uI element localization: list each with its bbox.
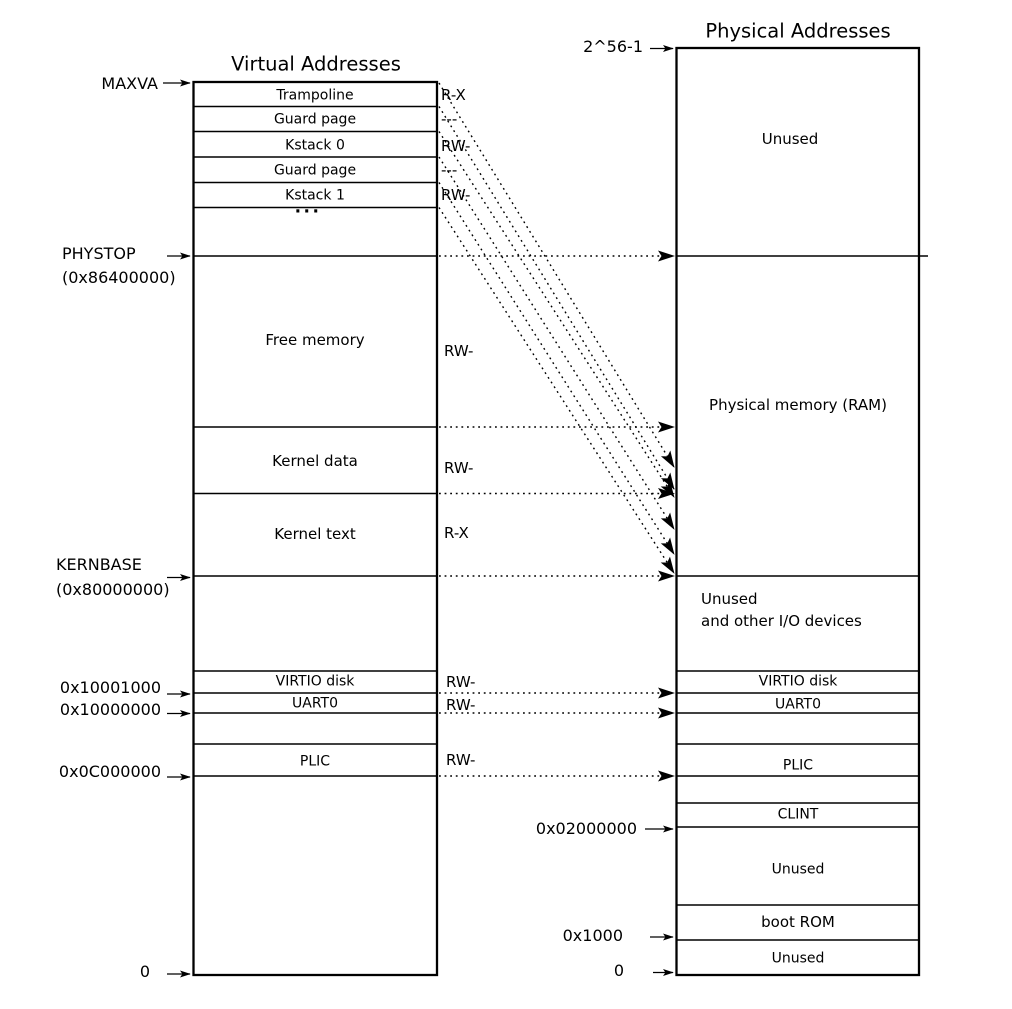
- perm-guard1: ---: [441, 109, 458, 128]
- virtual-memory-box: [192, 80, 439, 977]
- pseg-unused-mid: Unused: [771, 861, 825, 878]
- map-trampoline-top: [438, 82, 675, 468]
- mapping-arrows-diagonal: [438, 82, 675, 574]
- label-kernbase: KERNBASE: [56, 555, 142, 575]
- vseg-guard1: Guard page: [273, 111, 357, 128]
- address-label-arrows: [163, 45, 674, 978]
- vseg-kstack0: Kstack 0: [285, 137, 345, 154]
- physical-box-dividers: [676, 255, 928, 941]
- pseg-clint: CLINT: [777, 806, 819, 823]
- perm-virtio-disk: RW-: [446, 672, 476, 691]
- vseg-plic: PLIC: [299, 753, 331, 770]
- pseg-unused-io-2: and other I/O devices: [701, 611, 862, 630]
- virtual-box-dividers: [193, 105, 437, 777]
- vseg-free-memory: Free memory: [265, 330, 365, 349]
- pseg-ram: Physical memory (RAM): [709, 395, 887, 414]
- perm-kstack0: RW-: [441, 136, 471, 155]
- vseg-guard2: Guard page: [273, 162, 357, 179]
- pseg-unused-top: Unused: [761, 129, 819, 148]
- map-trampoline-bottom: [438, 106, 675, 490]
- pseg-virtio-disk: VIRTIO disk: [758, 673, 838, 690]
- perm-trampoline: R-X: [441, 85, 466, 104]
- vseg-virtio-disk: VIRTIO disk: [275, 673, 355, 690]
- label-zero-right: 0: [613, 961, 624, 981]
- perm-free-memory: RW-: [444, 341, 474, 360]
- vseg-trampoline: Trampoline: [276, 87, 354, 104]
- physical-column-title: Physical Addresses: [705, 19, 891, 43]
- pseg-unused-io-1: Unused: [701, 589, 758, 608]
- map-kstack1-bottom: [438, 207, 675, 574]
- label-phys-top: 2^56-1: [583, 37, 643, 57]
- pseg-uart0: UART0: [775, 696, 821, 713]
- virtual-column-title: Virtual Addresses: [231, 52, 401, 76]
- pseg-plic: PLIC: [782, 757, 814, 774]
- vseg-kstack1: Kstack 1: [285, 187, 345, 204]
- label-kernbase-hex: (0x80000000): [56, 580, 170, 600]
- label-maxva: MAXVA: [101, 74, 158, 94]
- pseg-unused-bottom: Unused: [771, 950, 825, 967]
- vseg-ellipsis: ...: [294, 197, 322, 218]
- perm-kstack1: RW-: [441, 185, 471, 204]
- perm-plic: RW-: [446, 750, 476, 769]
- label-zero-left: 0: [139, 962, 150, 982]
- vseg-kernel-text: Kernel text: [274, 524, 356, 543]
- label-uart-addr: 0x10000000: [59, 700, 161, 720]
- label-virtio-addr: 0x10001000: [59, 678, 161, 698]
- label-bootrom-addr: 0x1000: [562, 926, 623, 946]
- perm-guard2: ---: [441, 160, 458, 179]
- virtual-box-border: [192, 80, 439, 977]
- perm-kernel-data: RW-: [444, 458, 474, 477]
- map-kstack0-top: [438, 131, 675, 498]
- label-plic-addr: 0x0C000000: [58, 762, 161, 782]
- perm-uart0: RW-: [446, 695, 476, 714]
- pseg-boot-rom: boot ROM: [761, 912, 835, 931]
- map-kstack0-bottom: [438, 156, 675, 530]
- label-phystop-hex: (0x86400000): [62, 268, 176, 288]
- vseg-kernel-data: Kernel data: [272, 451, 358, 470]
- perm-kernel-text: R-X: [444, 523, 469, 542]
- physical-box-border: [675, 46, 921, 977]
- map-kstack1-top: [438, 182, 675, 555]
- label-clint-addr: 0x02000000: [535, 819, 637, 839]
- physical-memory-box: [675, 46, 928, 977]
- vseg-uart0: UART0: [292, 695, 338, 712]
- label-phystop: PHYSTOP: [62, 244, 136, 264]
